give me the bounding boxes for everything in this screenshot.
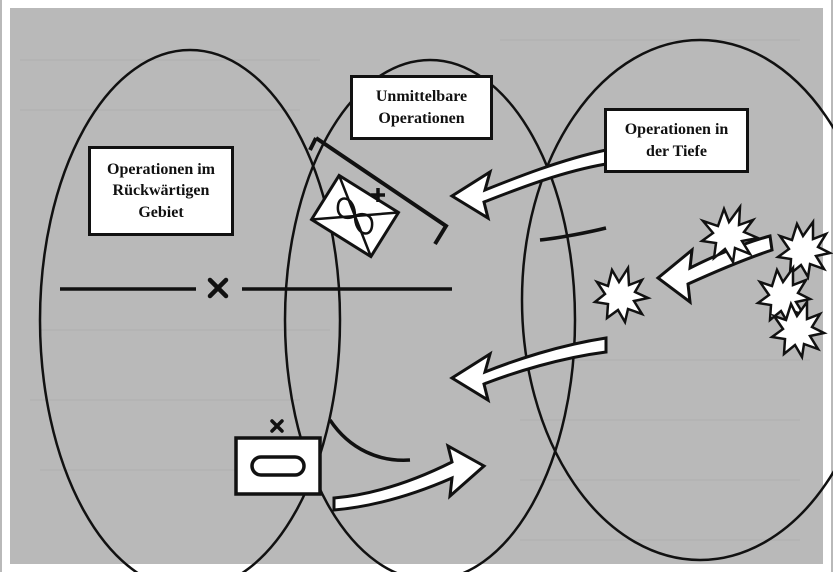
label-direct-line1: Unmittelbare xyxy=(375,87,468,105)
small-x-marker-icon xyxy=(270,419,284,433)
label-deep-ops: Operationen in der Tiefe xyxy=(604,108,749,173)
boundary-x-marker-icon xyxy=(207,277,229,299)
arrow-bottom-icon xyxy=(332,443,487,512)
rear-unit-symbol-icon xyxy=(234,436,322,496)
label-deep-line1: Operationen in xyxy=(624,120,729,138)
label-rear-line3: Gebiet xyxy=(138,203,184,221)
curve-rear-a xyxy=(328,419,411,462)
ellipse-deep-ops xyxy=(520,38,833,562)
explosion-icon xyxy=(591,264,652,326)
front-line-bracket-end xyxy=(308,137,318,151)
curve-deep-a xyxy=(539,226,607,242)
ellipse-rear-area xyxy=(38,48,342,572)
background-texture xyxy=(20,39,810,541)
explosion-icon xyxy=(774,218,833,281)
unit-symbol-icon xyxy=(309,173,401,259)
label-rear-line1: Operationen im xyxy=(107,160,215,178)
explosion-icon xyxy=(768,298,828,361)
arrow-lower-center-icon xyxy=(449,336,608,404)
label-direct-ops: Unmittelbare Operationen xyxy=(350,75,493,140)
explosion-icon xyxy=(698,202,763,266)
label-rear-line2: Rückwärtigen xyxy=(112,182,210,200)
explosions xyxy=(591,202,833,361)
label-rear-area: Operationen im Rückwärtigen Gebiet xyxy=(88,146,234,236)
arrow-upper-center-icon xyxy=(449,148,608,222)
label-direct-line2: Operationen xyxy=(378,109,465,127)
ellipse-direct-ops xyxy=(283,58,577,572)
label-deep-line2: der Tiefe xyxy=(646,142,707,160)
front-line-bracket xyxy=(314,136,449,246)
plus-icon xyxy=(371,188,385,202)
